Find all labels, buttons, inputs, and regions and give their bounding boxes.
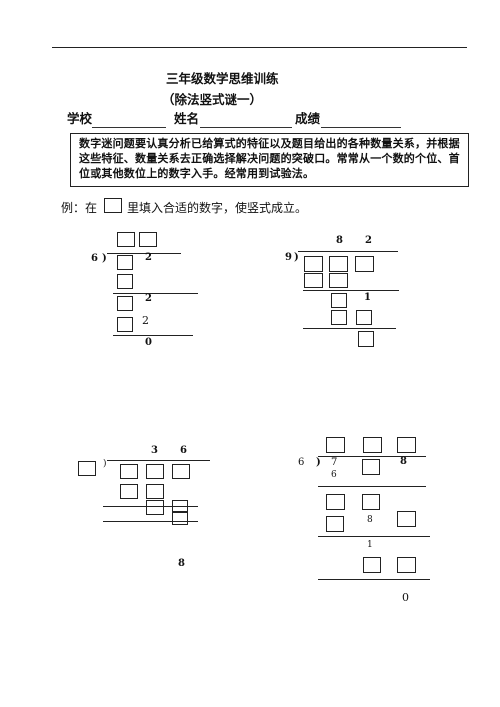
p4-quotient-box-3[interactable]: [397, 437, 416, 453]
p2-step3-box-1[interactable]: [331, 310, 347, 325]
p3-divisor-box[interactable]: [78, 461, 96, 476]
p4-step3-box-2[interactable]: [397, 511, 416, 527]
p4-step3-digit: 1: [367, 540, 373, 550]
p4-dividend-digit-1: 7: [331, 457, 338, 468]
p3-last-digit: 8: [178, 558, 185, 569]
instruction-suffix: 里填入合适的数字，使竖式成立。: [127, 201, 308, 215]
p1-step2-box[interactable]: [117, 296, 133, 311]
p4-step2-box-1[interactable]: [326, 494, 345, 510]
p1-dividend-box[interactable]: [117, 255, 133, 270]
p1-quotient-box-2[interactable]: [139, 232, 157, 247]
p4-step2-box-2[interactable]: [362, 494, 380, 510]
p2-bracket: ): [294, 252, 299, 263]
school-label: 学校: [67, 111, 93, 126]
p4-step4-box-2[interactable]: [397, 557, 416, 573]
p2-dividend-box-3[interactable]: [355, 256, 374, 272]
p2-line-1: [303, 290, 399, 291]
top-rule: [52, 47, 467, 48]
p4-dividend-box[interactable]: [362, 459, 380, 475]
p3-dividend-box-1[interactable]: [120, 464, 138, 479]
p2-step-digit: 1: [364, 292, 371, 303]
p4-step1-digit: 6: [331, 470, 337, 480]
p2-divisor: 9: [285, 252, 292, 263]
p1-step1-box[interactable]: [117, 274, 133, 289]
p3-dividend-box-3[interactable]: [172, 464, 190, 479]
p4-step2-digit: 8: [367, 515, 373, 525]
p4-quotient-box-2[interactable]: [363, 437, 382, 453]
score-field[interactable]: [321, 127, 401, 128]
p4-divisor: 6: [298, 457, 305, 468]
p1-remainder: 0: [145, 337, 152, 348]
p4-line-1: [318, 486, 426, 487]
name-label: 姓名: [174, 111, 200, 126]
p4-quotient-box-1[interactable]: [326, 437, 345, 453]
p1-line-2: [113, 335, 193, 336]
p4-step4-box-1[interactable]: [363, 557, 381, 573]
page-subtitle: （除法竖式谜一）: [162, 92, 263, 107]
p3-quotient-digit-2: 6: [180, 445, 187, 456]
p1-step1-digit: 2: [145, 293, 152, 304]
hint-box: 数字迷问题要认真分析已给算式的特征以及题目给出的各种数量关系，并根据这些特征、数…: [70, 133, 469, 187]
p4-step3-box-1[interactable]: [326, 516, 344, 532]
p3-line-1: [103, 506, 198, 507]
p2-quotient-digit-1: 8: [336, 235, 343, 246]
p1-step3-box[interactable]: [117, 317, 133, 332]
p2-line-2: [303, 328, 396, 329]
p3-step1-box-2[interactable]: [146, 484, 164, 499]
p4-line-2: [318, 536, 430, 537]
school-field[interactable]: [92, 127, 166, 128]
p3-bracket: ): [103, 459, 107, 469]
p2-step3-box-2[interactable]: [356, 310, 372, 325]
p4-line-3: [318, 579, 430, 580]
p2-step2-box[interactable]: [331, 293, 347, 308]
p4-bracket: ): [316, 457, 321, 468]
p1-divisor: 6: [91, 253, 98, 264]
p4-dividend-digit-2: 8: [400, 456, 407, 467]
p1-division-bar: [107, 253, 181, 254]
p2-step1-box-1[interactable]: [304, 273, 323, 288]
p3-division-bar: [107, 460, 210, 461]
p2-remainder-box[interactable]: [358, 331, 374, 347]
score-label: 成绩: [295, 111, 321, 126]
name-field[interactable]: [200, 127, 292, 128]
p3-dividend-box-2[interactable]: [146, 464, 164, 479]
p4-division-bar: [318, 456, 426, 457]
p2-dividend-box-2[interactable]: [329, 256, 348, 272]
example-blank-box: [104, 198, 122, 213]
p2-dividend-box-1[interactable]: [304, 256, 323, 272]
p1-line-1: [113, 293, 198, 294]
p3-step2-box[interactable]: [146, 500, 164, 515]
p1-dividend-digit: 2: [145, 252, 152, 263]
p2-division-bar: [298, 251, 398, 252]
p2-quotient-digit-2: 2: [365, 235, 372, 246]
p3-step3-box[interactable]: [172, 512, 188, 525]
p1-step2-digit: 2: [142, 314, 149, 327]
p1-quotient-box-1[interactable]: [117, 232, 135, 247]
page-title: 三年级数学思维训练: [166, 71, 279, 86]
instruction-prefix: 例：在: [61, 201, 98, 215]
p3-step1-box-1[interactable]: [120, 484, 138, 499]
p2-step1-box-2[interactable]: [329, 273, 348, 288]
p3-quotient-digit-1: 3: [151, 445, 158, 456]
p3-line-2: [103, 521, 198, 522]
p1-bracket: ): [102, 253, 107, 264]
p4-remainder: 0: [402, 591, 409, 604]
